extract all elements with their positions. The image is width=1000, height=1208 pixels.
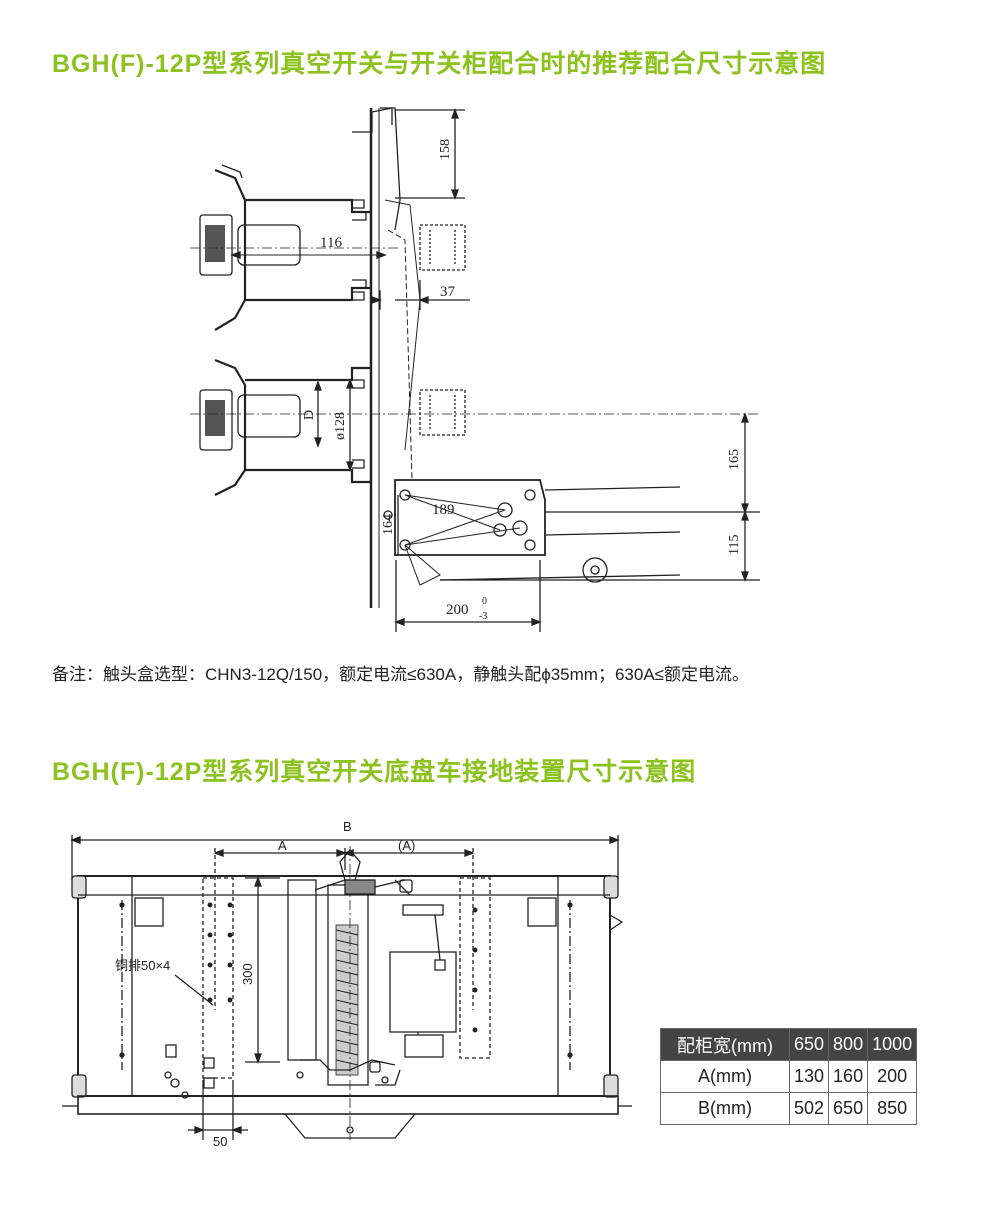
dim-128: ø128	[333, 412, 348, 440]
table-cell: 130	[788, 1060, 830, 1093]
table-header-row: 配柜宽(mm) 650 800 1000	[660, 1028, 918, 1061]
selection-note: 备注：触头盒选型：CHN3-12Q/150，额定电流≤630A，静触头配ϕ35m…	[52, 665, 749, 684]
table-cell: B(mm)	[660, 1092, 790, 1125]
dim-200-upper-tol: 0	[482, 596, 487, 607]
dim-200: 200	[446, 602, 469, 618]
table-header-cell: 650	[788, 1028, 830, 1061]
table-row: A(mm) 130 160 200	[660, 1060, 918, 1093]
dim-37: 37	[440, 284, 456, 300]
switch-cabinet-fit-diagram: 158 116 37 D ø128 165 115	[190, 107, 760, 632]
dim-d: D	[302, 410, 317, 420]
table-cell: 850	[867, 1092, 918, 1125]
diagram-title-1: BGH(F)-12P型系列真空开关与开关柜配合时的推荐配合尺寸示意图	[52, 50, 827, 78]
dim-300: 300	[240, 963, 255, 985]
table-header-cell: 800	[828, 1028, 869, 1061]
dim-b: B	[343, 819, 352, 834]
dim-164: 164	[381, 514, 396, 535]
diagram-title-2: BGH(F)-12P型系列真空开关底盘车接地装置尺寸示意图	[52, 758, 697, 786]
dim-a: A	[278, 838, 287, 853]
cabinet-width-table: 配柜宽(mm) 650 800 1000 A(mm) 130 160 200 B…	[660, 1028, 918, 1125]
copper-bar-label: 铜排50×4	[115, 958, 170, 973]
table-cell: 200	[867, 1060, 918, 1093]
table-cell: A(mm)	[660, 1060, 790, 1093]
table-header-cell: 1000	[867, 1028, 918, 1061]
table-cell: 160	[828, 1060, 869, 1093]
table-header-cell: 配柜宽(mm)	[660, 1028, 790, 1061]
dim-189: 189	[432, 502, 455, 518]
dim-165: 165	[727, 449, 742, 470]
table-row: B(mm) 502 650 850	[660, 1092, 918, 1125]
dim-158: 158	[438, 139, 453, 160]
table-cell: 650	[828, 1092, 869, 1125]
dim-50: 50	[213, 1134, 227, 1149]
dim-116: 116	[320, 235, 342, 251]
dim-115: 115	[727, 535, 742, 555]
dim-a-paren: (A)	[398, 838, 415, 853]
dim-200-lower-tol: -3	[479, 611, 487, 622]
table-cell: 502	[788, 1092, 830, 1125]
